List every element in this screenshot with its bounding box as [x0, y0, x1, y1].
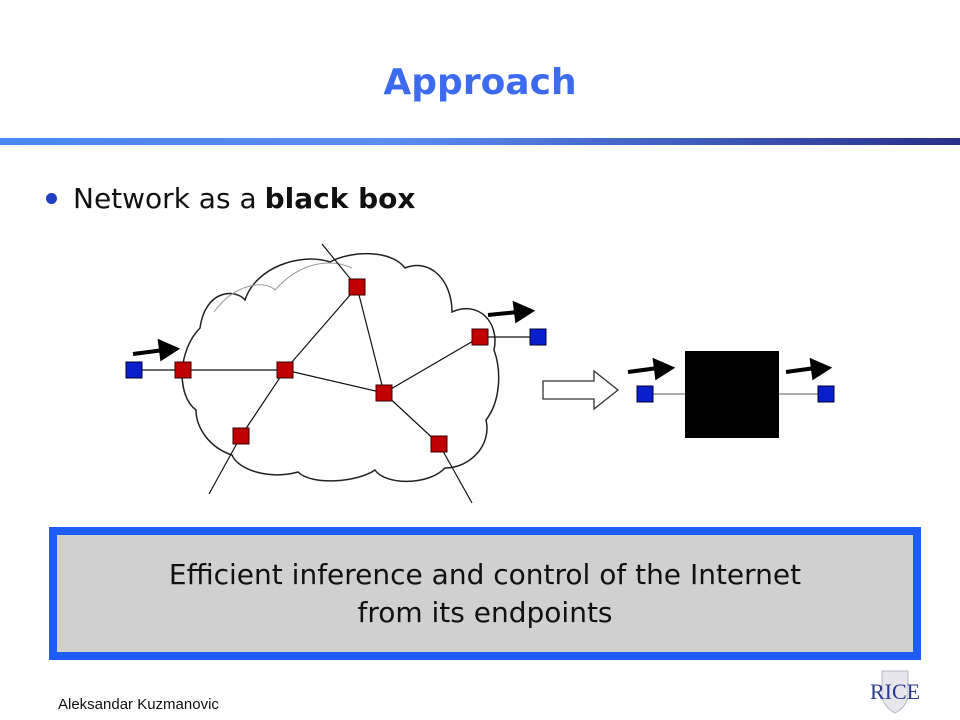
traffic-arrows: [132, 300, 536, 362]
banner-line-1: Efficient inference and control of the I…: [168, 557, 802, 591]
router-node: [375, 384, 393, 402]
router-node: [232, 427, 250, 445]
rice-logo: RICE: [870, 670, 920, 714]
link: [438, 443, 473, 504]
endpoint-node: [125, 361, 143, 379]
bullet-dot-icon: [46, 192, 57, 204]
arrow-out-icon: [785, 366, 816, 374]
network-cloud: [181, 252, 500, 483]
bullet-item: Network as a black box: [46, 178, 415, 218]
link: [383, 392, 440, 445]
banner-line-2: from its endpoints: [357, 595, 613, 629]
router-node: [430, 435, 448, 453]
arrow-in-icon: [627, 366, 659, 374]
router-node: [348, 278, 366, 296]
link: [284, 369, 385, 394]
link: [383, 336, 481, 394]
endpoint-node: [636, 385, 654, 403]
routers: [174, 278, 489, 453]
title-divider: [0, 138, 960, 145]
endpoint-node: [817, 385, 835, 403]
bullet-emphasis: black box: [264, 181, 416, 215]
arrow-in-icon: [132, 348, 165, 356]
bullet-text: Network as a: [73, 181, 257, 215]
key-message-banner: Efficient inference and control of the I…: [49, 527, 921, 660]
logo-text: RICE: [870, 679, 920, 704]
endpoints: [125, 328, 547, 379]
link: [284, 286, 358, 371]
network-links: [134, 243, 538, 504]
endpoint-node: [529, 328, 547, 346]
transform-arrow-icon: [542, 369, 620, 411]
slide-title: Approach: [383, 62, 577, 103]
router-node: [174, 361, 192, 379]
shield-icon: [881, 670, 909, 714]
router-node: [276, 361, 294, 379]
link: [356, 286, 385, 394]
network-cloud-shadow: [213, 262, 353, 313]
arrow-out-icon: [487, 310, 519, 317]
link: [240, 369, 286, 437]
router-node: [471, 328, 489, 346]
footer-author: Aleksandar Kuzmanovic: [58, 696, 219, 713]
link: [208, 435, 242, 495]
black-box: [685, 351, 779, 438]
